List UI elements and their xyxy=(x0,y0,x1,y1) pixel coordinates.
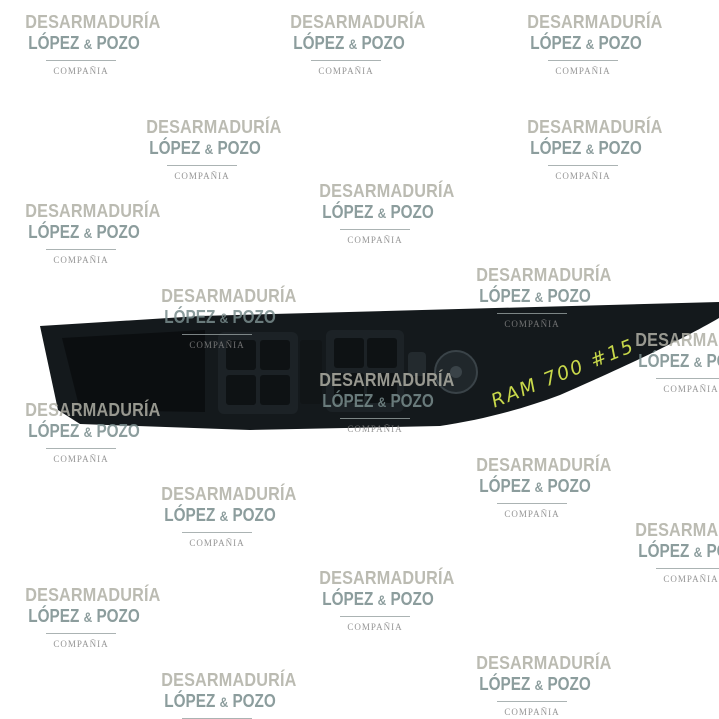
window-switch-3 xyxy=(367,338,397,368)
window-switch-rear-left xyxy=(226,375,256,405)
window-switch-2 xyxy=(334,338,364,368)
window-switch-front-right xyxy=(260,340,290,370)
lock-button xyxy=(300,340,322,404)
window-switch-rear-right xyxy=(260,375,290,405)
panel-recess xyxy=(62,330,205,412)
window-switch-4 xyxy=(334,373,364,403)
window-switch-front-left xyxy=(226,340,256,370)
mirror-select-button xyxy=(408,352,426,376)
window-switch-5 xyxy=(367,373,397,403)
